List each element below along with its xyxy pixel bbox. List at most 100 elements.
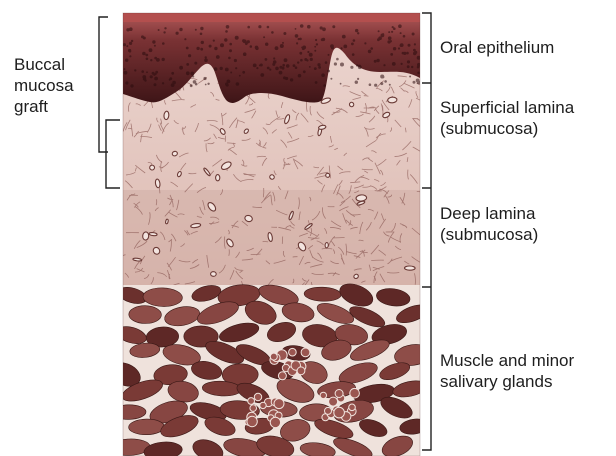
epithelial-cell <box>224 38 228 42</box>
fiber-strand <box>227 142 236 145</box>
muscle-bundle <box>392 380 420 398</box>
fiber-strand <box>159 231 166 241</box>
fiber-strand <box>262 127 268 135</box>
fiber-strand <box>373 211 379 220</box>
epithelial-cell <box>283 32 287 35</box>
fiber-strand <box>403 82 415 89</box>
fiber-strand <box>340 195 351 203</box>
muscle-bundles <box>123 283 420 456</box>
fiber-strand <box>283 157 286 164</box>
epithelial-cell <box>417 62 420 67</box>
fiber-strand <box>233 173 242 183</box>
epithelial-cell <box>171 71 175 75</box>
vessel-loop <box>203 167 211 177</box>
gland-acinus <box>273 398 285 410</box>
fiber-strand <box>282 250 286 258</box>
fiber-strand <box>372 266 380 270</box>
fiber-strand <box>354 190 360 193</box>
fiber-strand <box>333 184 339 194</box>
fiber-strand <box>194 122 199 133</box>
fiber-strand <box>146 123 152 133</box>
fiber-strand <box>221 112 224 126</box>
fiber-strand <box>130 123 133 137</box>
fiber-strand <box>327 272 340 275</box>
epithelial-cell <box>397 47 401 50</box>
fiber-strand <box>164 100 167 105</box>
fiber-strand <box>123 254 126 257</box>
fiber-strand <box>284 190 289 200</box>
fiber-strand <box>209 124 221 131</box>
epithelial-cell <box>175 31 179 35</box>
epithelial-cell <box>153 73 156 76</box>
vessel-loop <box>324 242 329 249</box>
gland-acinus <box>324 406 332 415</box>
fiber-strand <box>346 251 357 255</box>
fiber-strand <box>373 179 380 182</box>
fiber-strand <box>250 253 261 256</box>
fiber-strand <box>188 172 197 175</box>
epithelial-cell <box>364 42 367 45</box>
fiber-strand <box>368 264 371 271</box>
fiber-strand <box>128 102 131 112</box>
fiber-strand <box>349 91 361 97</box>
fiber-strand <box>168 211 178 218</box>
epithelial-cell <box>258 25 262 29</box>
muscle-bundle <box>128 305 162 324</box>
vessel-loop <box>152 246 161 255</box>
vessel-loop <box>163 110 170 121</box>
epithelial-cell <box>307 50 310 54</box>
graft-bracket <box>98 16 108 153</box>
muscle-bundle <box>191 361 223 380</box>
epithelial-cell <box>324 61 328 64</box>
epithelial-cell <box>388 83 391 86</box>
fiber-strand <box>212 158 223 167</box>
vessel-loop <box>269 174 275 180</box>
epithelial-cell <box>130 39 134 43</box>
epithelial-cell <box>294 28 297 30</box>
fiber-strand <box>134 261 140 270</box>
epithelial-cell <box>289 78 294 82</box>
epithelial-cell <box>304 58 308 61</box>
fiber-strand <box>228 229 230 235</box>
muscle-bundle <box>339 283 374 307</box>
fiber-strand <box>321 207 326 219</box>
epithelial-cell <box>242 70 246 74</box>
vessel-loop <box>355 194 368 202</box>
epithelial-cell <box>300 58 303 62</box>
fiber-strand <box>178 152 189 158</box>
epithelial-cell <box>351 42 354 46</box>
label-line: Deep lamina <box>440 204 536 223</box>
epithelial-cell <box>163 31 166 34</box>
epithelial-cell <box>130 84 134 88</box>
fiber-strand <box>280 139 288 148</box>
epithelial-cell <box>391 26 394 29</box>
fiber-strand <box>190 231 198 235</box>
muscle-bundle <box>316 303 355 324</box>
fiber-strand <box>298 255 304 266</box>
muscle-bundle <box>258 284 299 306</box>
muscle-bundle <box>123 379 163 402</box>
fiber-strand <box>283 162 290 166</box>
fiber-strand <box>156 154 163 163</box>
fiber-strand <box>345 210 356 218</box>
fiber-strand <box>210 216 220 220</box>
epithelial-cell <box>402 34 406 38</box>
muscle-bundle <box>142 287 183 307</box>
fiber-strand <box>244 108 256 113</box>
muscle-bundle <box>280 419 311 442</box>
epithelial-cell <box>330 77 333 80</box>
fiber-strand <box>135 167 137 172</box>
fiber-strand <box>170 181 179 188</box>
fiber-strand <box>313 166 320 169</box>
epithelial-cell <box>204 83 207 86</box>
fiber-strand <box>134 206 143 215</box>
fiber-strand <box>293 159 303 167</box>
fiber-strand <box>184 281 196 285</box>
fiber-strand <box>361 249 365 257</box>
epithelial-cell <box>414 50 418 54</box>
fiber-strand <box>158 124 162 131</box>
vessel-loop <box>267 232 273 242</box>
layer-bracket <box>422 12 432 451</box>
epithelial-cell <box>143 77 147 81</box>
fiber-strand <box>404 127 407 133</box>
